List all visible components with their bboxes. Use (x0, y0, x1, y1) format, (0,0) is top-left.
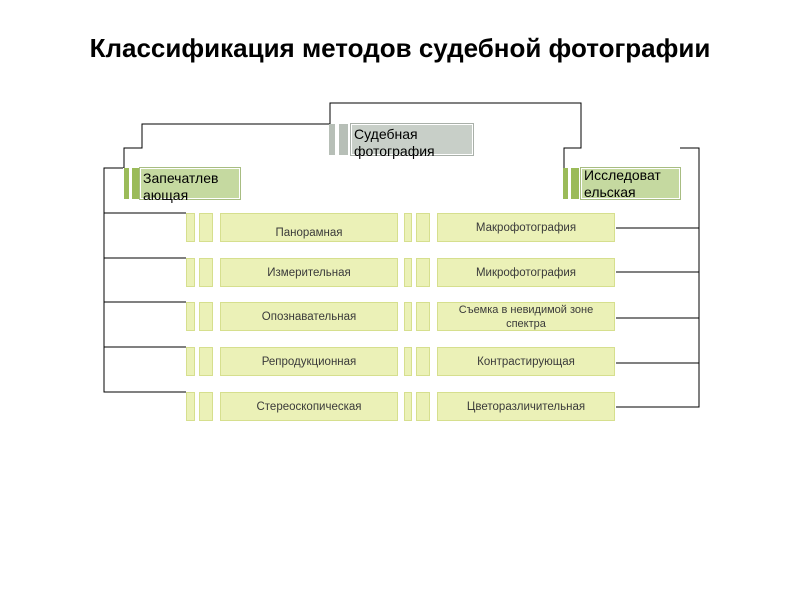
left-method-item: Измерительная (220, 258, 398, 287)
left-method-item: Опознавательная (220, 302, 398, 331)
right-method-item: Цветоразличительная (437, 392, 615, 421)
left-method-item: Репродукционная (220, 347, 398, 376)
right-method-item: Съемка в невидимой зоне спектра (437, 302, 615, 331)
left-category-label-line2: ающая (143, 187, 189, 203)
left-method-item: Панорамная (220, 213, 398, 242)
right-category-label-line2: ельская (584, 184, 636, 200)
page-title: Классификация методов судебной фотографи… (89, 33, 711, 63)
connector-root-left (123, 123, 330, 168)
left-method-item: Стереоскопическая (220, 392, 398, 421)
root-label-line1: Судебная (354, 126, 418, 142)
right-method-item: Микрофотография (437, 258, 615, 287)
right-category-label-line1: Исследоват (584, 167, 661, 183)
root-label-line2: фотография (354, 143, 435, 159)
right-method-item: Контрастирующая (437, 347, 615, 376)
left-category-label-line1: Запечатлев (143, 170, 219, 186)
right-method-item: Макрофотография (437, 213, 615, 242)
